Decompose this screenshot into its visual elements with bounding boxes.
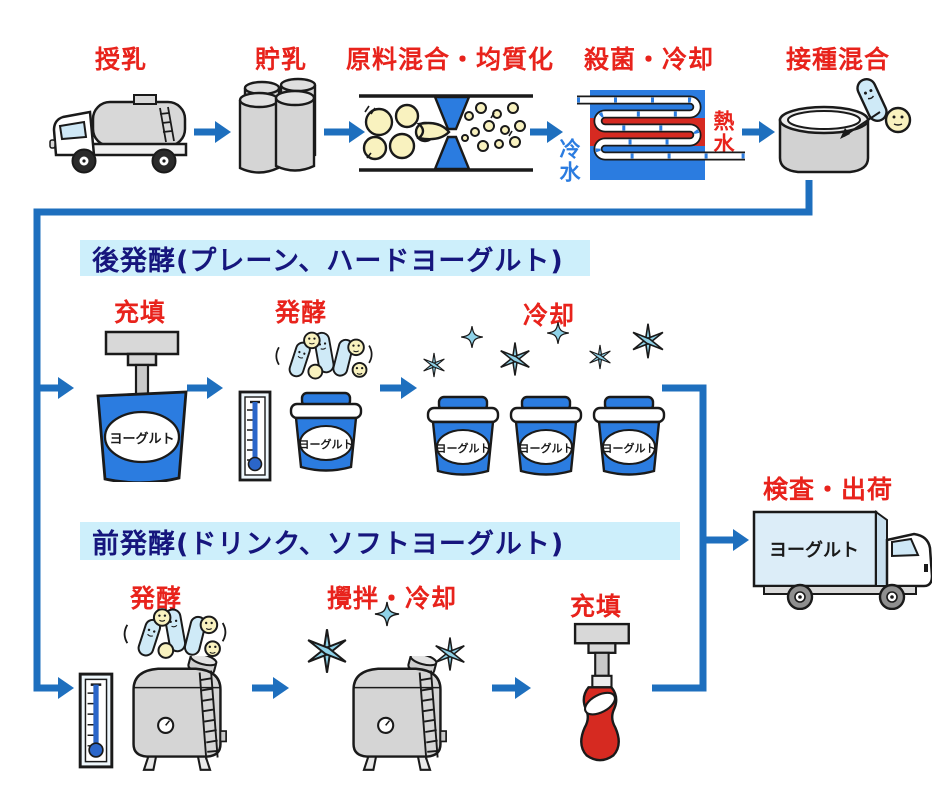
stage-label-fermentation-pre: 発酵	[129, 584, 182, 613]
pre-fermentation-header-text: 前発酵(ドリンク、ソフトヨーグルト)	[92, 528, 565, 560]
stage-label-inoculation: 接種混合	[785, 45, 890, 74]
stage-label-filling-pre: 充填	[569, 592, 622, 621]
cold-water-label: 冷水	[557, 138, 581, 184]
homogenizer-icon	[359, 94, 533, 172]
stage-label-inspection-shipping: 検査・出荷	[762, 475, 893, 504]
stage-label-mixing-homogenization: 原料混合・均質化	[346, 45, 555, 74]
cooling-cups-icon: ヨーグルト ヨーグルト ヨーグルト	[422, 321, 666, 476]
post-fermentation-header-band: 後発酵(プレーン、ハードヨーグルト)	[80, 240, 590, 277]
stage-label-fermentation-post: 発酵	[274, 298, 327, 327]
post-fermentation-header-text: 後発酵(プレーン、ハードヨーグルト)	[92, 245, 564, 277]
bacteria-cluster-icon	[275, 331, 373, 380]
stage-label-filling-post: 充填	[113, 298, 166, 327]
storage-tanks-icon	[238, 77, 317, 174]
cup-brand-text: ヨーグルト	[519, 441, 574, 455]
bottle-filling-icon	[573, 622, 630, 762]
inoculation-bowl-icon	[778, 78, 912, 174]
stage-label-cooling-post: 冷却	[522, 301, 575, 330]
fermentation-tank-icon	[352, 656, 447, 771]
thermometer-icon	[78, 672, 114, 769]
milk-tanker-truck-icon	[49, 94, 188, 174]
stage-label-milk-collection: 授乳	[94, 45, 147, 74]
yogurt-cup-icon: ヨーグルト	[289, 391, 363, 472]
heat-exchanger-icon	[577, 90, 745, 180]
cup-brand-text: ヨーグルト	[602, 441, 657, 455]
truck-cargo-text: ヨーグルト	[769, 539, 859, 561]
bacteria-cluster-icon	[123, 608, 227, 659]
hot-water-label: 熱水	[711, 110, 735, 156]
cup-brand-text: ヨーグルト	[436, 441, 491, 455]
filling-machine-icon: ヨーグルト	[96, 330, 188, 482]
pre-fermentation-header-band: 前発酵(ドリンク、ソフトヨーグルト)	[80, 522, 680, 560]
cup-brand-text: ヨーグルト	[109, 431, 174, 447]
cup-brand-text: ヨーグルト	[299, 437, 354, 451]
fermentation-tank-icon	[132, 656, 227, 771]
delivery-truck-icon: ヨーグルト	[752, 510, 932, 610]
stage-label-milk-storage: 貯乳	[254, 45, 307, 74]
stage-label-stir-cool: 攪拌・冷却	[326, 584, 457, 613]
stage-label-sterilize-cool: 殺菌・冷却	[583, 45, 714, 74]
thermometer-icon	[238, 390, 272, 482]
